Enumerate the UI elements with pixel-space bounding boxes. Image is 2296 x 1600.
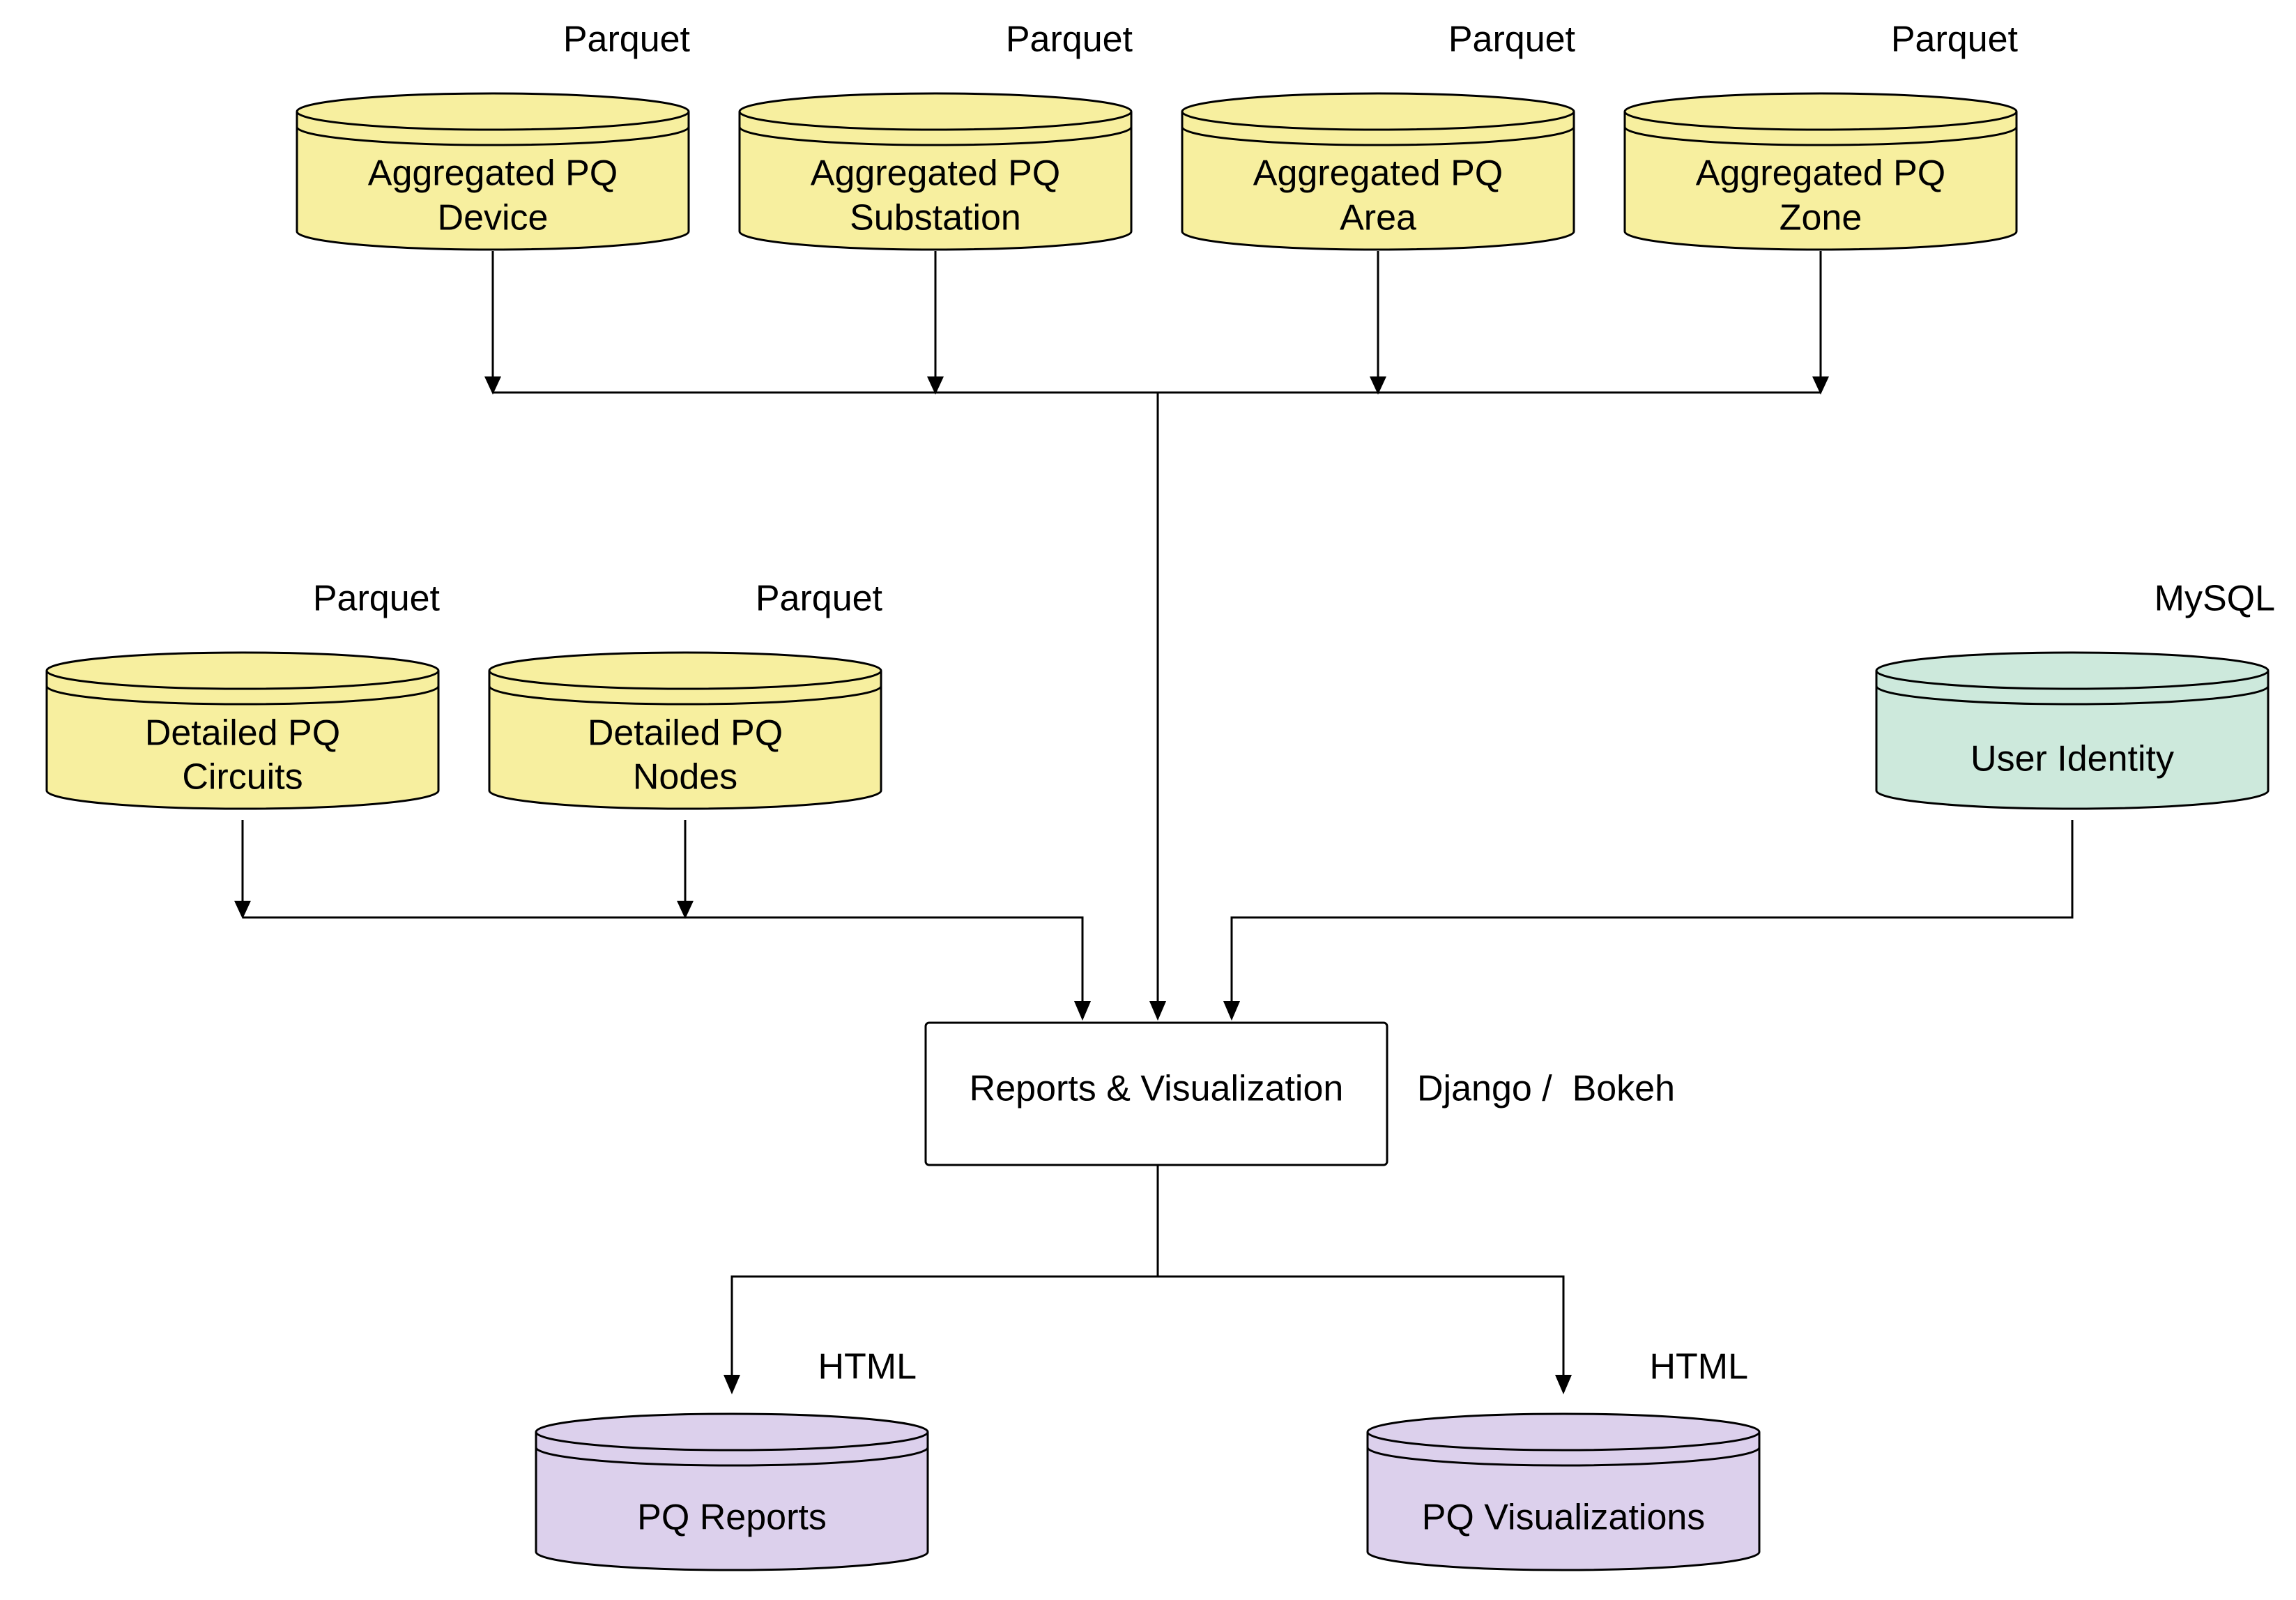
aggregated-store-2-body: [738, 112, 1133, 251]
output-stores: PQ Reports HTML PQ Visualizations HTML: [535, 1347, 1761, 1571]
aggregated-store-level: Zone: [1780, 198, 1862, 238]
arrowhead-reports: [724, 1375, 740, 1394]
arrowhead-zone: [1812, 376, 1829, 395]
process-node: Reports & Visualization Django / Bokeh: [924, 1021, 1675, 1166]
aggregated-store-title: Aggregated PQ: [368, 153, 618, 194]
output-store-2: PQ Visualizations HTML: [1366, 1347, 1761, 1571]
aggregated-store-4-format-tag: Parquet: [1891, 20, 2019, 60]
output-store-2-top: [1366, 1412, 1761, 1452]
detailed-store-title: Detailed PQ: [588, 713, 783, 754]
identity-store-db-top: [1875, 651, 2270, 690]
detailed-store-level: Nodes: [633, 757, 737, 798]
process-label: Reports & Visualization: [970, 1069, 1344, 1109]
aggregated-store-title: Aggregated PQ: [1253, 153, 1503, 194]
aggregated-store-level: Substation: [850, 198, 1021, 238]
detailed-store-title: Detailed PQ: [145, 713, 340, 754]
arrowhead-detailed-to-process: [1074, 1001, 1091, 1021]
output-store-label: PQ Visualizations: [1422, 1498, 1706, 1538]
arrowhead-substation: [927, 376, 944, 395]
arrowhead-device: [484, 376, 501, 395]
aggregated-store-2-top: [738, 92, 1133, 131]
arrowhead-nodes: [677, 901, 694, 919]
process-box: [924, 1021, 1388, 1166]
aggregated-store-3-format-tag: Parquet: [1448, 20, 1576, 60]
aggregated-store-level: Device: [438, 198, 549, 238]
arrowhead-area: [1370, 376, 1386, 395]
aggregated-store-1-format-tag: Parquet: [563, 20, 691, 60]
arrowhead-visualizations: [1555, 1375, 1572, 1394]
arrowhead-identity-to-process: [1223, 1001, 1240, 1021]
aggregated-store-title: Aggregated PQ: [811, 153, 1060, 194]
aggregated-store-level: Area: [1340, 198, 1416, 238]
arrowhead-circuits: [234, 901, 251, 919]
detailed-bus: [243, 916, 1084, 1007]
connector-identity-to-process: [1230, 820, 2074, 1007]
output-store-2-format-tag: HTML: [1649, 1347, 1748, 1387]
identity-store-db-format-tag: MySQL: [2155, 579, 2275, 619]
output-store-1: PQ Reports HTML: [535, 1347, 929, 1571]
aggregated-store-2-format-tag: Parquet: [1006, 20, 1133, 60]
output-store-1-top: [535, 1412, 929, 1452]
process-tech-label: Django / Bokeh: [1417, 1069, 1675, 1109]
output-store-2-body: [1366, 1432, 1761, 1571]
identity-store-db: User Identity MySQL: [1875, 579, 2275, 810]
arrowhead-aggregated-to-process: [1149, 1001, 1166, 1021]
connector-process-to-visualizations: [1158, 1275, 1565, 1382]
detailed-store-level: Circuits: [182, 757, 303, 798]
connector-process-to-outputs: [730, 1164, 1159, 1382]
detailed-store-1-format-tag: Parquet: [313, 579, 441, 619]
detailed-store-2-format-tag: Parquet: [756, 579, 883, 619]
output-store-1-body: [535, 1432, 929, 1571]
output-store-1-format-tag: HTML: [818, 1347, 917, 1387]
aggregated-store-1-body: [296, 112, 690, 251]
detailed-store-2-body: [488, 671, 882, 810]
identity-store: User Identity MySQL: [1875, 579, 2275, 810]
connectors: [234, 251, 2074, 1394]
aggregated-store-title: Aggregated PQ: [1696, 153, 1945, 194]
output-store-label: PQ Reports: [637, 1498, 827, 1538]
aggregated-store-3-top: [1181, 92, 1575, 131]
aggregated-store-3-body: [1181, 112, 1575, 251]
detailed-store-1-top: [45, 651, 440, 690]
detailed-store-1-body: [45, 671, 440, 810]
identity-store-db-body: [1875, 671, 2270, 810]
aggregated-store-1-top: [296, 92, 690, 131]
detailed-store-2-top: [488, 651, 882, 690]
aggregated-store-4-body: [1623, 112, 2018, 251]
identity-store-label: User Identity: [1970, 739, 2174, 779]
aggregated-store-4-top: [1623, 92, 2018, 131]
